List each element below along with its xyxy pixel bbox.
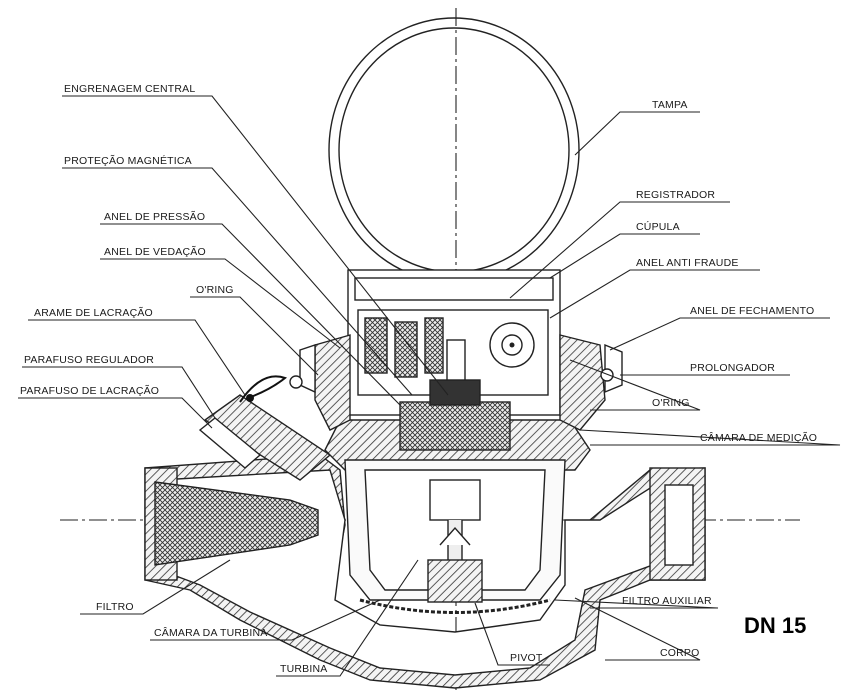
filtro xyxy=(154,481,319,566)
leader-lines xyxy=(18,95,841,677)
label-filtro: FILTRO xyxy=(96,601,134,613)
label-corpo: CORPO xyxy=(660,647,700,659)
label-pivot: PIVOT xyxy=(510,652,543,664)
label-oring-right: O'RING xyxy=(652,397,690,409)
label-camara-de-medicao: CÂMARA DE MEDIÇÃO xyxy=(700,431,817,444)
label-tampa: TAMPA xyxy=(652,99,688,111)
anel-de-fechamento xyxy=(289,334,623,431)
label-parafuso-de-lacracao: PARAFUSO DE LACRAÇÃO xyxy=(20,384,159,397)
label-registrador: REGISTRADOR xyxy=(636,189,715,201)
diagram-title: DN 15 xyxy=(744,613,806,638)
tampa-lid xyxy=(328,17,580,283)
label-filtro-auxiliar: FILTRO AUXILIAR xyxy=(622,595,712,607)
label-engrenagem-central: ENGRENAGEM CENTRAL xyxy=(64,83,195,95)
label-anel-anti-fraude: ANEL ANTI FRAUDE xyxy=(636,257,739,269)
label-anel-de-fechamento: ANEL DE FECHAMENTO xyxy=(690,305,814,317)
protecao-magnetica xyxy=(399,379,511,451)
label-camara-da-turbina: CÂMARA DA TURBINA xyxy=(154,626,267,639)
label-parafuso-regulador: PARAFUSO REGULADOR xyxy=(24,354,154,366)
label-anel-de-pressao: ANEL DE PRESSÃO xyxy=(104,210,205,223)
labels: ENGRENAGEM CENTRAL PROTEÇÃO MAGNÉTICA AN… xyxy=(20,83,817,675)
label-anel-de-vedacao: ANEL DE VEDAÇÃO xyxy=(104,245,206,258)
arame-de-lacracao xyxy=(239,375,288,403)
label-oring-left: O'RING xyxy=(196,284,234,296)
label-turbina: TURBINA xyxy=(280,663,328,675)
filtro-auxiliar xyxy=(359,598,551,614)
label-arame-de-lacracao: ARAME DE LACRAÇÃO xyxy=(34,306,153,319)
turbina xyxy=(427,479,483,603)
label-cupula: CÚPULA xyxy=(636,220,680,233)
label-prolongador: PROLONGADOR xyxy=(690,362,775,374)
label-protecao-magnetica: PROTEÇÃO MAGNÉTICA xyxy=(64,154,192,167)
